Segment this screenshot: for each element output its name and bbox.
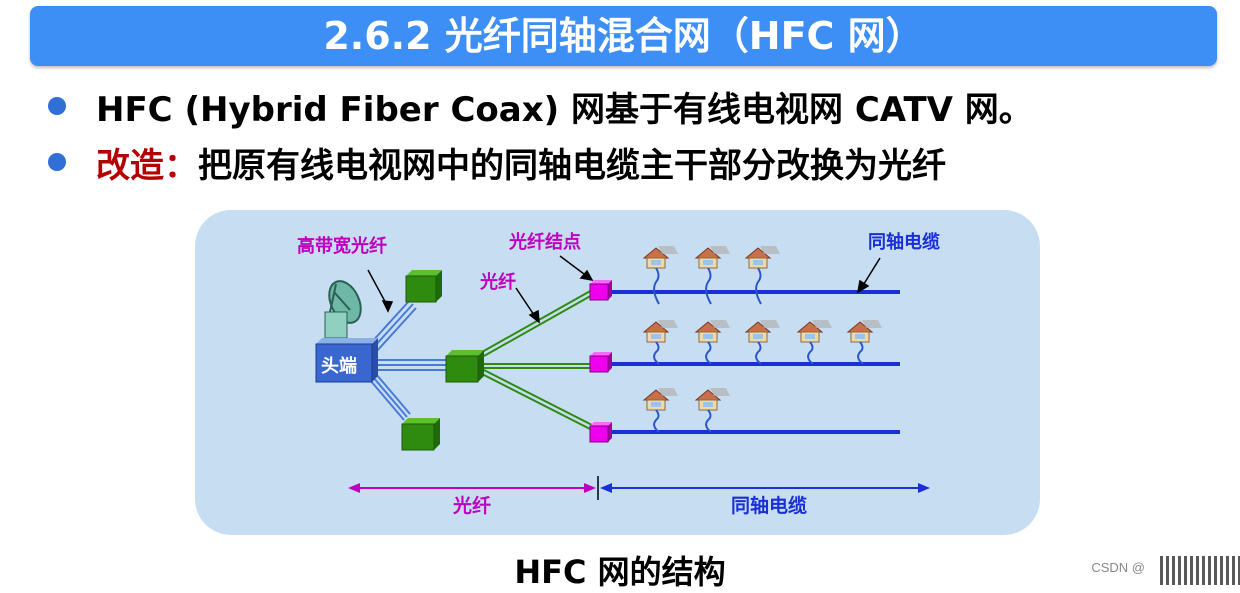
hub-boxes [401,270,484,451]
range-arrows [348,476,930,500]
hb-fiber-links [369,299,448,421]
watermark: CSDN @ [1091,560,1145,575]
bottom-coax-label: 同轴电缆 [731,494,807,517]
slide-title: 2.6.2 光纤同轴混合网（HFC 网） [323,14,924,58]
satellite-dish-icon [324,280,362,339]
coax-lines [612,290,900,434]
bullet-1-text: HFC (Hybrid Fiber Coax) 网基于有线电视网 CATV 网。 [96,90,1033,130]
bottom-fiber-label: 光纤 [452,494,491,517]
pointer-arrows [367,255,881,324]
qr-code-icon [1160,556,1240,585]
bullet-2-text: 把原有线电视网中的同轴电缆主干部分改换为光纤 [198,146,946,186]
fiber-label: 光纤 [479,271,516,293]
high-bandwidth-fiber-label: 高带宽光纤 [297,235,387,257]
bullet-dot [48,97,66,115]
bullet-2-label: 改造： [96,146,198,186]
title-bar: 2.6.2 光纤同轴混合网（HFC 网） [30,6,1217,66]
figure-caption: HFC 网的结构 [514,553,726,591]
bullet-2: 改造：把原有线电视网中的同轴电缆主干部分改换为光纤 [96,138,946,187]
headend-label: 头端 [321,356,357,377]
fiber-node-label: 光纤结点 [508,231,581,253]
fiber-nodes [589,280,612,443]
coax-label: 同轴电缆 [868,231,940,253]
bullet-dot [48,153,66,171]
houses [643,245,883,433]
headend: 头端 [315,280,378,383]
